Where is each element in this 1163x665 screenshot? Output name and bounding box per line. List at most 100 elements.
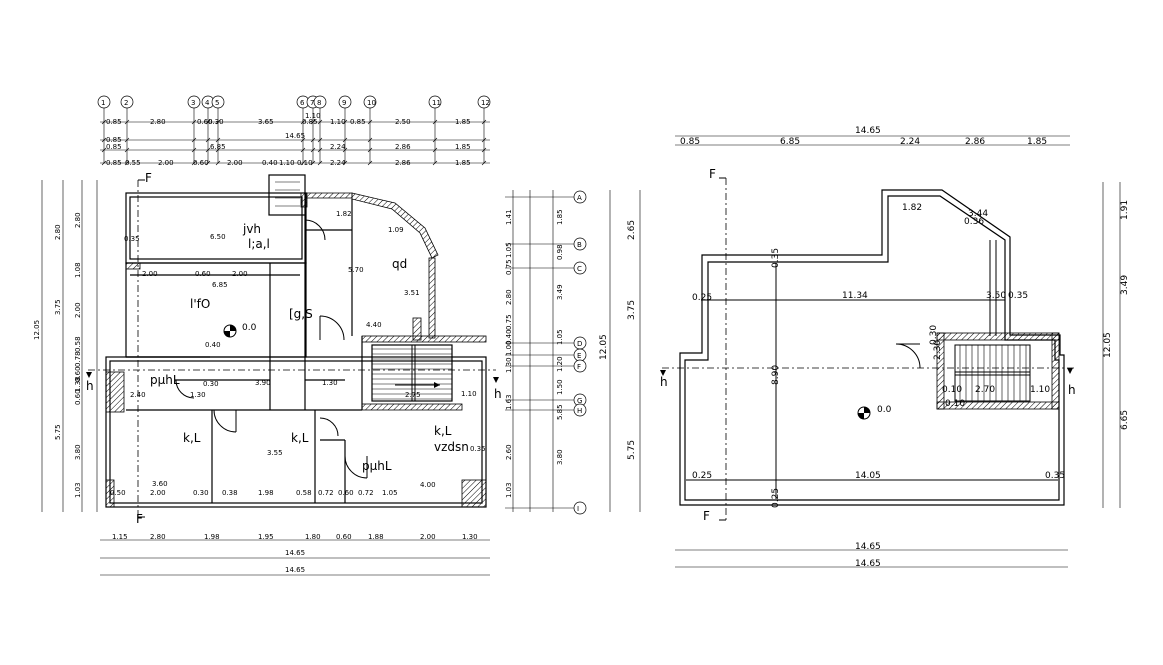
right-dim-inner: 0.40	[505, 329, 513, 345]
right-bottom-total-1: 14.65	[855, 542, 881, 552]
dim-tick	[300, 147, 306, 153]
level-marker-right	[857, 406, 871, 420]
inner-dim: 1.98	[258, 489, 274, 497]
right-inner-dim: 14.05	[855, 471, 881, 481]
left-dim-inner: 0.60	[74, 389, 82, 405]
left-dim-inner: 2.80	[74, 212, 82, 228]
grid-bubble-label: 2	[124, 99, 128, 107]
dim-tick	[215, 160, 221, 166]
right-inner-dim: 0.35	[771, 248, 781, 268]
right-side-dim: 3.49	[1120, 275, 1130, 295]
right-dim-inner: 0.75	[505, 314, 513, 330]
dim-tick	[317, 160, 323, 166]
dim-tick	[481, 137, 487, 143]
room-label-lfo: l'fO	[190, 297, 210, 311]
dim-tick	[205, 119, 211, 125]
right-dim-mid: 1.50	[556, 379, 564, 395]
right-dim-outer: 3.75	[627, 300, 637, 320]
grid-bubble-label: 5	[215, 99, 219, 107]
top-dim-r4: 0.85	[106, 159, 122, 167]
grid-bubble-label: C	[577, 265, 582, 273]
inner-dim: 6.85	[212, 281, 228, 289]
right-dim-mid: 0.98	[556, 244, 564, 260]
dim-tick	[342, 147, 348, 153]
dim-tick	[101, 137, 107, 143]
room-label-qd: qd	[392, 257, 407, 271]
exterior-walls	[105, 174, 487, 508]
top-dim-r2: 0.85	[106, 136, 122, 144]
top-dim-r4: 0.60	[193, 159, 209, 167]
dim-tick	[367, 119, 373, 125]
left-dim-inner: 0.60	[74, 366, 82, 382]
top-dim-r4: 0.55	[125, 159, 141, 167]
grid-bubble	[573, 261, 587, 275]
right-inner-dim: 0.30	[929, 325, 939, 345]
dim-tick	[101, 160, 107, 166]
right-inner-dim: 11.34	[842, 291, 868, 301]
right-section-h-right: h	[1068, 383, 1076, 397]
grid-bubble-label: 7	[310, 99, 314, 107]
room-label-phl-2: pµhL	[362, 459, 392, 473]
top-dim-r4: 1.10	[279, 159, 295, 167]
right-top-dim: 2.24	[900, 137, 920, 147]
inner-dim: 0.58	[296, 489, 312, 497]
inner-dim: 1.05	[382, 489, 398, 497]
grid-bubble-label: B	[577, 241, 582, 249]
right-dim-mid: 3.80	[556, 449, 564, 465]
right-inner-dim: 0.35	[1008, 291, 1028, 301]
bottom-dimension-lines	[100, 539, 490, 576]
grid-bubble	[120, 95, 134, 109]
grid-bubble-label: 12	[481, 99, 490, 107]
right-section-h-left: h	[660, 375, 668, 389]
top-dim-r3: 2.24	[330, 143, 346, 151]
room-label-kl-1: k,L	[183, 431, 201, 445]
dim-tick	[481, 160, 487, 166]
inner-dim: 1.82	[336, 210, 352, 218]
right-inner-dim: 3.50	[986, 291, 1006, 301]
inner-dim: 4.00	[420, 481, 436, 489]
inner-dim: 4.40	[366, 321, 382, 329]
dim-tick	[191, 147, 197, 153]
dim-tick	[432, 160, 438, 166]
top-dim-r1: 0.30	[208, 118, 224, 126]
dim-tick	[432, 137, 438, 143]
inner-dim: 3.55	[267, 449, 283, 457]
dim-tick	[432, 119, 438, 125]
inner-dim: 1.30	[190, 391, 206, 399]
right-dim-mid: 5.85	[556, 404, 564, 420]
inner-dim: 1.09	[388, 226, 404, 234]
right-inner-dim: 0.35	[1045, 471, 1065, 481]
right-side-dim: 12.05	[1103, 332, 1113, 358]
top-dim-r4: 2.86	[395, 159, 411, 167]
top-dim-r1: 1.10	[330, 118, 346, 126]
right-section-F-top: F	[709, 167, 716, 181]
right-staircase	[895, 332, 1060, 410]
dim-tick	[205, 160, 211, 166]
inner-dim: 3.60	[152, 480, 168, 488]
inner-dim: 2.40	[130, 391, 146, 399]
right-top-total: 14.65	[855, 126, 881, 136]
dim-tick	[101, 147, 107, 153]
top-dim-r1: 3.65	[258, 118, 274, 126]
dim-tick	[205, 137, 211, 143]
dim-tick	[191, 119, 197, 125]
top-dim-r3: 6.85	[210, 143, 226, 151]
grid-bubble	[187, 95, 201, 109]
grid-bubble-label: 10	[367, 99, 376, 107]
grid-bubble-label: F	[577, 363, 581, 371]
dim-tick	[300, 137, 306, 143]
right-outline	[679, 189, 1065, 506]
right-dim-outer: 2.65	[627, 220, 637, 240]
grid-bubble	[428, 95, 442, 109]
right-top-dim: 1.85	[1027, 137, 1047, 147]
grid-bubble-label: 6	[300, 99, 305, 107]
right-dim-inner: 2.80	[505, 289, 513, 305]
right-dim-mid: 1.20	[556, 356, 564, 372]
